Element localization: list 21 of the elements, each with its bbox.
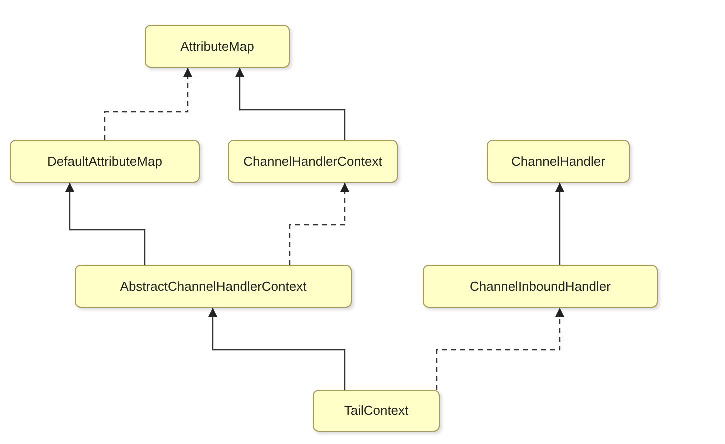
class-box — [145, 25, 290, 68]
class-box — [75, 265, 352, 308]
arrow — [289, 183, 350, 265]
arrow — [556, 183, 564, 265]
class-name: DefaultAttributeMap — [48, 152, 162, 171]
class-name: AbstractChannelHandlerContext — [120, 278, 307, 296]
class-box — [228, 140, 398, 183]
arrow — [104, 68, 192, 140]
class-box — [423, 265, 658, 308]
class-box — [487, 140, 630, 183]
class-box — [10, 140, 200, 183]
class-name: AttributeMap — [180, 38, 254, 56]
class-name: ChannelInboundHandler — [470, 278, 611, 296]
arrow — [208, 308, 346, 390]
class-box — [313, 390, 440, 432]
arrow — [436, 308, 564, 390]
arrow — [66, 183, 146, 265]
arrow — [236, 68, 346, 140]
class-name: TailContext — [344, 402, 409, 420]
class-name: ChannelHandlerContext — [244, 152, 382, 171]
class-name: ChannelHandler — [512, 152, 606, 171]
